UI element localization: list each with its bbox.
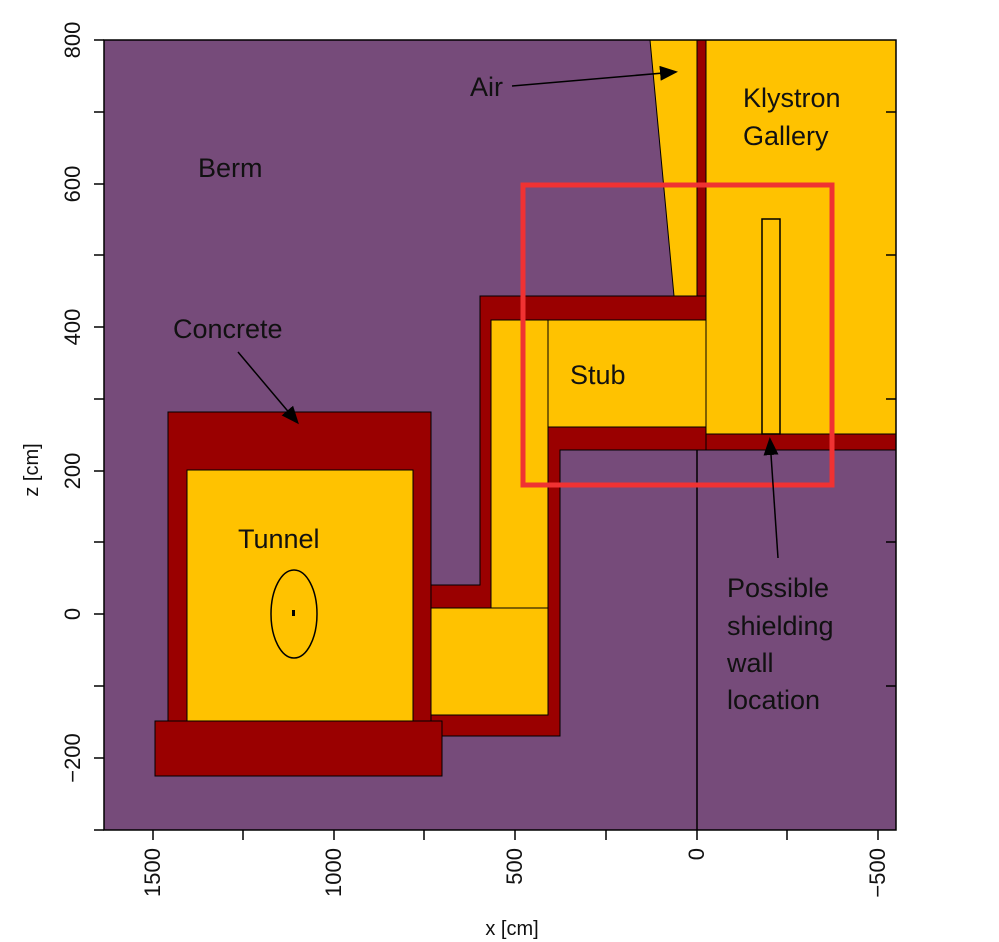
x-tick-label: 1500 xyxy=(140,848,165,897)
air-arrow xyxy=(511,65,678,87)
gallery-back-wall xyxy=(696,39,707,297)
gallery-floor xyxy=(705,433,897,451)
shield-label-4: location xyxy=(727,685,820,715)
stub-label: Stub xyxy=(570,360,626,390)
highlight-box xyxy=(520,182,835,488)
plot-border xyxy=(103,39,897,831)
concrete-arrow xyxy=(237,351,299,425)
concrete-label: Concrete xyxy=(173,314,283,344)
x-tick-label: 500 xyxy=(502,848,527,885)
shield-label-1: Possible xyxy=(727,573,829,603)
x-tick-label: 0 xyxy=(684,848,709,860)
stub-shaft-air xyxy=(490,319,549,609)
x-axis xyxy=(152,830,879,840)
shield-label-2: shielding xyxy=(727,611,834,641)
z-tick-label: 400 xyxy=(60,309,85,346)
shield-label-3: wall xyxy=(726,648,774,678)
stub-air xyxy=(547,319,707,428)
tunnel-floor-slab xyxy=(154,720,443,777)
z-tick-label: −200 xyxy=(60,733,85,783)
tunnel-air xyxy=(186,469,414,722)
z-axis xyxy=(94,39,896,831)
x-tick-label: 1000 xyxy=(321,848,346,897)
shield-arrow xyxy=(763,437,779,559)
z-tick-label: 600 xyxy=(60,166,85,203)
beam-ellipse xyxy=(270,569,318,659)
passage-air xyxy=(412,607,549,716)
z-tick-label: 0 xyxy=(60,608,85,620)
z-axis-title: z [cm] xyxy=(21,443,43,496)
klystron-label-2: Gallery xyxy=(743,121,829,151)
shielding-wall-candidate xyxy=(761,218,781,435)
berm-label: Berm xyxy=(198,153,263,183)
beam-dot xyxy=(292,610,295,616)
x-axis-title: x [cm] xyxy=(485,918,538,940)
air-label: Air xyxy=(470,72,503,102)
klystron-label-1: Klystron xyxy=(743,83,841,113)
x-tick-label: −500 xyxy=(865,848,890,898)
z-tick-label: 200 xyxy=(60,453,85,490)
tunnel-label: Tunnel xyxy=(238,524,320,554)
z-tick-label: 800 xyxy=(60,22,85,59)
